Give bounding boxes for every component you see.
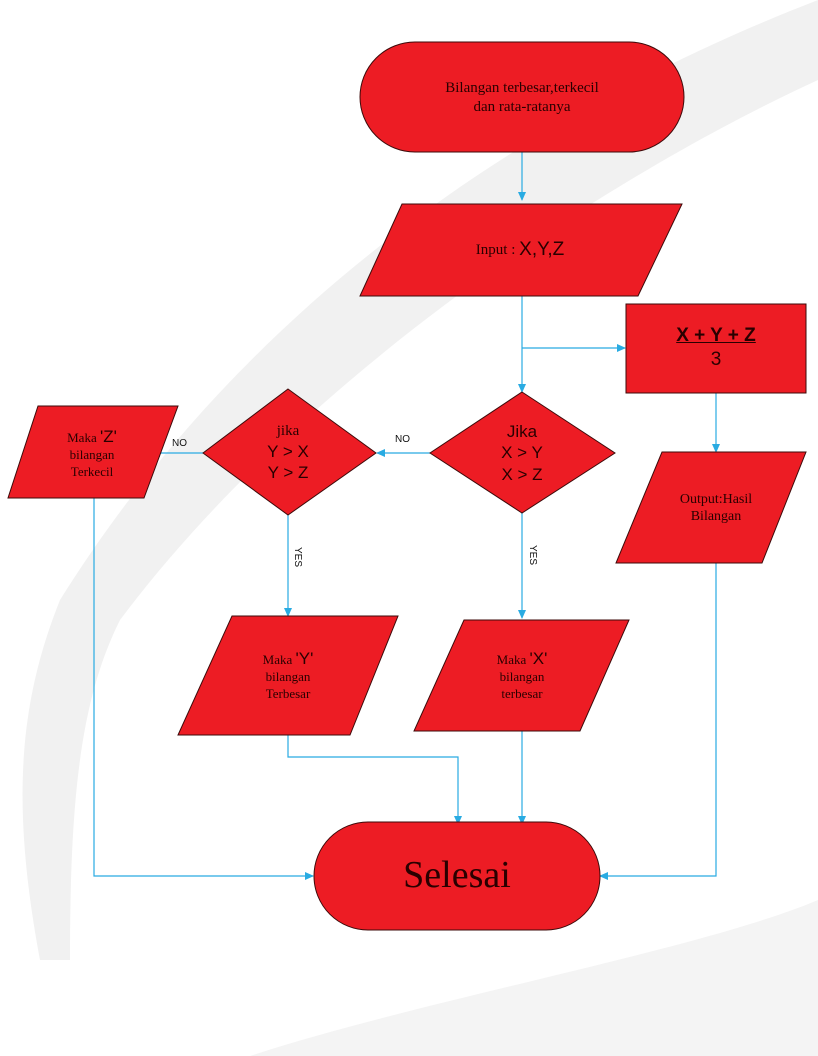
output-line-2: Bilangan <box>690 509 742 524</box>
edge-label-no-2: NO <box>172 438 187 449</box>
average-process <box>625 303 807 394</box>
result-y-label: Maka 'Y' bilangan Terbesar <box>228 644 348 706</box>
decision-y-label: jika Y > X Y > Z <box>238 420 338 486</box>
start-line-2: dan rata-ratanya <box>473 99 571 115</box>
result-x-var: 'X' <box>529 649 548 669</box>
result-x-line-3: terbesar <box>501 685 543 701</box>
average-label: X + Y + Z 3 <box>626 318 806 378</box>
result-z-prefix: Maka <box>67 430 97 446</box>
result-y-line-1: Maka 'Y' <box>263 648 314 669</box>
end-label: Selesai <box>314 822 600 930</box>
output-parallelogram <box>615 451 807 564</box>
result-x-prefix: Maka <box>496 652 527 668</box>
end-terminal <box>313 821 601 931</box>
result-z-line-3: Terkecil <box>70 463 114 479</box>
edge-label-yes-2: YES <box>292 547 303 568</box>
result-x-line-1: Maka 'X' <box>497 648 548 669</box>
average-numerator: X + Y + Z <box>676 325 756 347</box>
edge-label-no-1: NO <box>395 434 410 445</box>
result-z-label: Maka 'Z' bilangan Terkecil <box>32 424 152 482</box>
output-label: Output:Hasil Bilangan <box>650 484 782 532</box>
input-label: Input : X,Y,Z <box>400 232 640 268</box>
input-parallelogram <box>359 203 683 297</box>
decision-y-line-3: Y > Z <box>267 463 309 483</box>
end-text: Selesai <box>403 854 511 897</box>
result-x-label: Maka 'X' bilangan terbesar <box>462 644 582 706</box>
result-z-line-2: bilangan <box>69 447 115 463</box>
decision-y-line-2: Y > X <box>267 442 309 462</box>
result-z-parallelogram <box>7 405 179 499</box>
decision-y-line-1: jika <box>276 423 300 440</box>
result-y-line-2: bilangan <box>265 669 311 685</box>
decision-y-diamond <box>202 388 377 516</box>
decision-x-label: Jika X > Y X > Z <box>472 420 572 486</box>
result-y-var: 'Y' <box>295 649 314 669</box>
average-denominator: 3 <box>710 349 722 370</box>
edge-result-y-to-end <box>287 735 462 825</box>
decision-x-diamond <box>429 391 616 514</box>
edge-label-yes-1: YES <box>527 545 538 566</box>
input-prefix: Input : <box>475 241 516 258</box>
output-line-1: Output:Hasil <box>679 491 753 507</box>
result-y-line-3: Terbesar <box>265 685 311 701</box>
result-x-line-2: bilangan <box>499 669 545 685</box>
result-x-parallelogram <box>413 619 630 732</box>
result-y-parallelogram <box>177 615 399 736</box>
decision-x-line-3: X > Z <box>501 464 543 484</box>
result-z-line-1: Maka 'Z' <box>67 426 117 447</box>
edge-output-to-end <box>599 563 717 880</box>
start-terminal <box>359 41 685 153</box>
start-label: Bilangan terbesar,terkecil dan rata-rata… <box>380 70 664 126</box>
input-vars: X,Y,Z <box>519 239 565 261</box>
start-line-1: Bilangan terbesar,terkecil <box>445 80 599 97</box>
result-y-prefix: Maka <box>262 652 293 668</box>
edge-result-z-to-end <box>93 498 314 880</box>
result-z-var: 'Z' <box>99 427 117 447</box>
decision-x-line-1: Jika <box>506 422 538 442</box>
decision-x-line-2: X > Y <box>501 443 543 463</box>
